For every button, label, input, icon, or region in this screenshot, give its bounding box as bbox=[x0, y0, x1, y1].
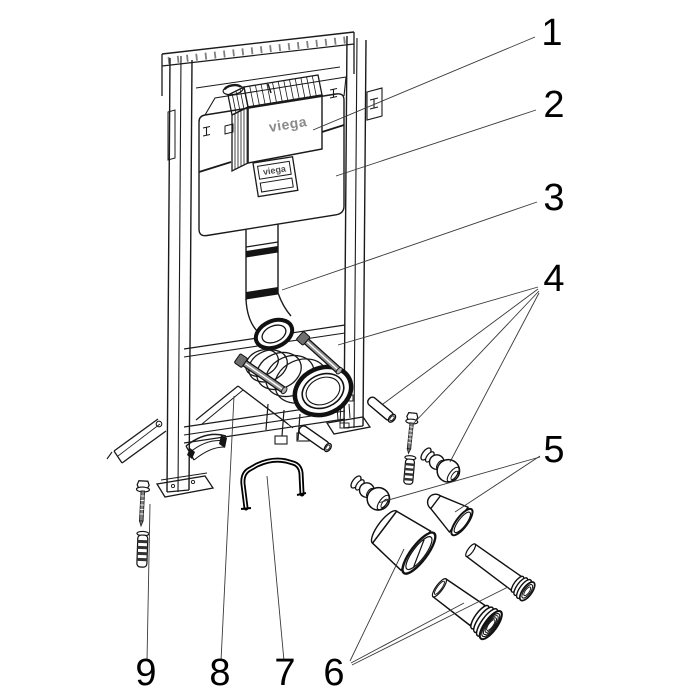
wall-tab-right bbox=[366, 87, 383, 121]
flush-pipe bbox=[245, 224, 295, 351]
fixing-rod-left bbox=[234, 353, 288, 395]
callout-label-5: 5 bbox=[543, 429, 564, 471]
callout-label-4: 4 bbox=[543, 258, 564, 300]
drain-socket bbox=[245, 349, 354, 445]
bolt-mark-left bbox=[202, 125, 211, 137]
inspection-hole bbox=[224, 123, 234, 135]
spacer-pipe-left bbox=[298, 425, 332, 453]
outlet-pipe bbox=[431, 577, 503, 641]
spacer-pipe-right bbox=[367, 396, 397, 423]
callout-label-9: 9 bbox=[135, 652, 156, 694]
drain-bend bbox=[185, 433, 227, 461]
protection-box: viega bbox=[227, 74, 323, 173]
fixing-rod-right bbox=[296, 331, 343, 375]
retaining-clip bbox=[240, 457, 307, 511]
callout-numbers: 1 2 3 4 5 6 7 8 9 bbox=[135, 12, 564, 694]
callout-label-6: 6 bbox=[323, 652, 344, 694]
box-top-ribs bbox=[249, 76, 317, 107]
top-mark bbox=[267, 83, 272, 94]
large-sleeve bbox=[370, 510, 437, 575]
box-side-ribs bbox=[234, 107, 248, 170]
viega-logo-plate: viega bbox=[262, 163, 287, 177]
box-corner-ribs bbox=[231, 88, 245, 114]
callout-label-7: 7 bbox=[274, 652, 295, 694]
type-label-plate: viega bbox=[252, 155, 299, 198]
reducer-sleeve bbox=[426, 493, 474, 537]
wall-tab-left bbox=[167, 109, 176, 161]
pipe-band-2 bbox=[246, 287, 278, 300]
callout-label-3: 3 bbox=[543, 177, 564, 219]
callout-label-2: 2 bbox=[543, 84, 564, 126]
wall-anchor-screw bbox=[135, 480, 150, 528]
pipe-band-1 bbox=[246, 246, 278, 258]
wall-plug-mid bbox=[403, 455, 417, 485]
wall-anchor-plug bbox=[136, 530, 150, 568]
callout-label-1: 1 bbox=[541, 12, 562, 54]
fill-valve-cap bbox=[222, 83, 244, 96]
flush-pipe-extension bbox=[465, 543, 536, 602]
frame-foot-left bbox=[155, 472, 215, 498]
flush-pipe-seal bbox=[253, 317, 295, 351]
callout-leaders bbox=[146, 36, 541, 666]
bolt-mark-top-right bbox=[329, 87, 338, 99]
bolt-mark-right bbox=[369, 97, 379, 110]
wall-bracket bbox=[106, 418, 167, 464]
viega-logo-box: viega bbox=[268, 113, 308, 135]
cistern bbox=[198, 76, 347, 237]
callout-label-8: 8 bbox=[209, 652, 230, 694]
